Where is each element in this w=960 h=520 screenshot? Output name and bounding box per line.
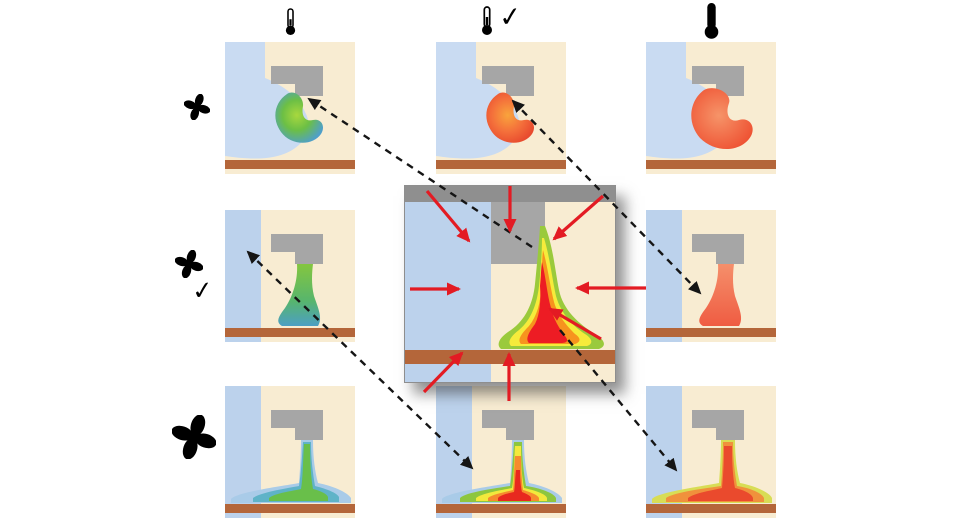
floor: [646, 160, 776, 169]
panel-r3c2: [436, 386, 566, 518]
plume-layer-orange: [488, 456, 539, 501]
plume-spread-outer: [231, 440, 351, 503]
cold-wall: [225, 210, 261, 342]
fan-low-icon: [184, 94, 210, 120]
plume-column: [699, 264, 742, 326]
wall-block: [692, 234, 744, 264]
plume-blob: [691, 88, 753, 150]
fan-check-mark: ✓: [190, 274, 215, 307]
floor: [436, 160, 566, 169]
panel-r2c3: [646, 210, 776, 342]
thermometer-high-icon: [704, 2, 719, 39]
wall-block: [482, 410, 534, 440]
panel-selected-case: [404, 185, 616, 383]
plume-layer-orange: [666, 442, 764, 502]
wall-block: [271, 66, 323, 96]
plume-spread-mid: [253, 442, 339, 502]
plume-spread-core: [269, 444, 328, 501]
wall-block: [692, 410, 744, 440]
floor: [225, 160, 355, 169]
plume-layer-orange: [519, 250, 580, 344]
wall-block: [692, 66, 744, 96]
panel-r3c3: [646, 386, 776, 518]
plume-layer-red: [527, 262, 568, 343]
floor: [225, 504, 355, 513]
floor: [436, 504, 566, 513]
panel-r1c2: [436, 42, 566, 174]
panel-r3c1: [225, 386, 355, 518]
panel-r1c3: [646, 42, 776, 174]
wall-block: [491, 202, 545, 264]
fan-selected-icon: [175, 250, 203, 278]
floor: [405, 350, 615, 364]
floor: [225, 328, 355, 337]
ceiling-band: [405, 186, 615, 202]
fan-high-icon: [172, 415, 216, 459]
cold-wall: [646, 210, 682, 342]
plume-layer-red: [688, 446, 753, 501]
panel-r2c1: [225, 210, 355, 342]
panel-r1c1: [225, 42, 355, 174]
selected-case-graphic: [405, 186, 615, 382]
floor: [646, 504, 776, 513]
plume-layer-yellow: [476, 446, 547, 501]
temperature-check-mark: ✓: [497, 0, 524, 35]
wall-block: [482, 66, 534, 96]
floor: [646, 328, 776, 337]
thermometer-low-icon: [285, 8, 296, 35]
thermometer-selected-icon: [482, 6, 492, 35]
plume-layer-red: [498, 470, 531, 501]
